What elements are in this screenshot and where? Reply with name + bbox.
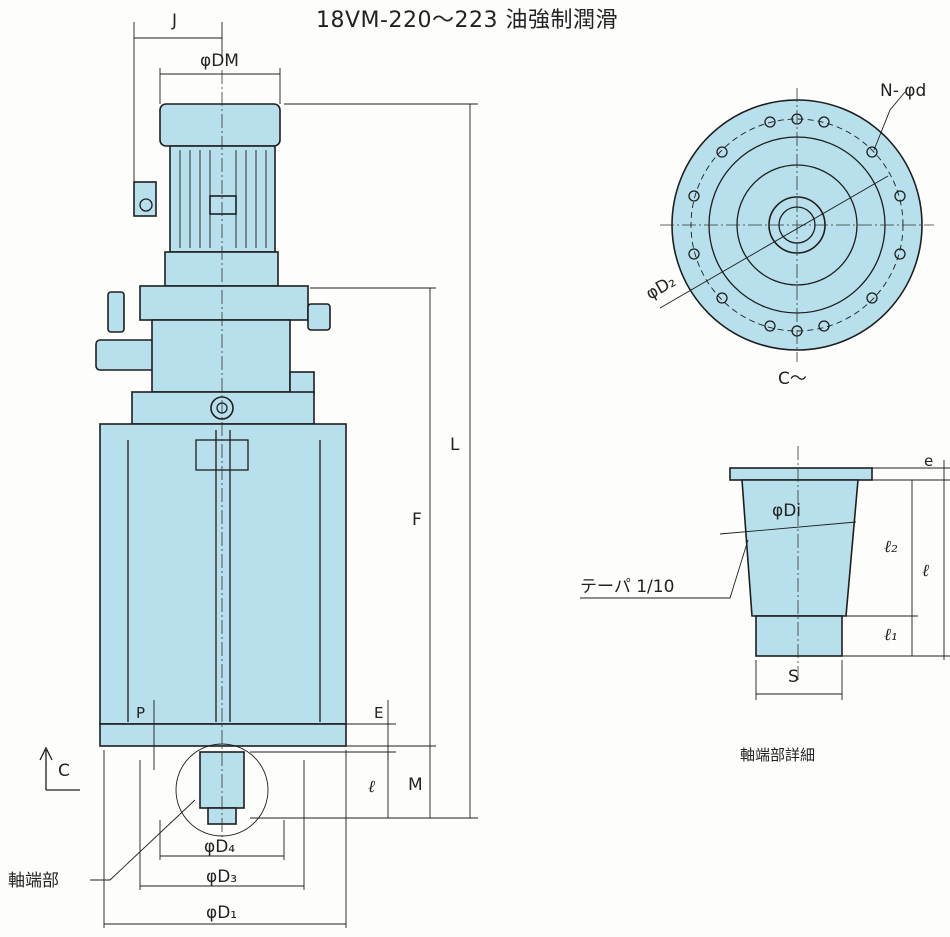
label-D3: φD₃	[206, 867, 237, 887]
label-detail-caption: 軸端部詳細	[740, 746, 815, 764]
label-S: S	[788, 667, 799, 687]
bearing-bracket	[151, 319, 291, 393]
label-F: F	[412, 510, 422, 530]
label-shaft-end: 軸端部	[8, 871, 59, 891]
label-J: J	[171, 11, 177, 31]
detail-thread	[755, 615, 843, 657]
motor-cap	[159, 103, 281, 147]
label-DM: φDM	[200, 51, 239, 71]
label-D4: φD₄	[204, 837, 235, 857]
label-C-view: C～	[778, 369, 807, 389]
drawing-title: 18VM-220～223 油強制潤滑	[316, 8, 618, 33]
oil-fitting-right	[307, 303, 331, 331]
c-view	[659, 88, 934, 362]
label-M: M	[408, 775, 423, 795]
oil-fitting	[95, 339, 157, 371]
motor-flange	[139, 285, 309, 321]
gear-case	[99, 423, 347, 725]
c-view-arrow	[39, 746, 80, 791]
label-Di: φDi	[772, 501, 801, 521]
label-l-main: ℓ	[368, 777, 375, 797]
main-view	[39, 22, 478, 928]
label-D1: φD₁	[206, 903, 237, 923]
base-plate	[99, 723, 347, 747]
label-P: P	[136, 704, 145, 722]
label-e: e	[924, 452, 933, 470]
label-C-arrow: C	[58, 761, 70, 781]
label-D2: φD₂	[643, 271, 680, 304]
label-l1: ℓ₁	[884, 625, 898, 645]
motor-bottom	[164, 251, 279, 287]
label-L: L	[450, 435, 460, 455]
shaft-detail	[580, 446, 950, 700]
detail-flange	[729, 467, 873, 481]
oil-pipe	[107, 291, 125, 333]
label-N-d: N- φd	[880, 81, 926, 101]
label-l-detail: ℓ	[922, 561, 929, 581]
motor-terminal-box	[209, 195, 237, 215]
label-E: E	[374, 704, 383, 722]
label-l2: ℓ₂	[884, 537, 898, 557]
label-taper: テーパ 1/10	[580, 577, 674, 597]
